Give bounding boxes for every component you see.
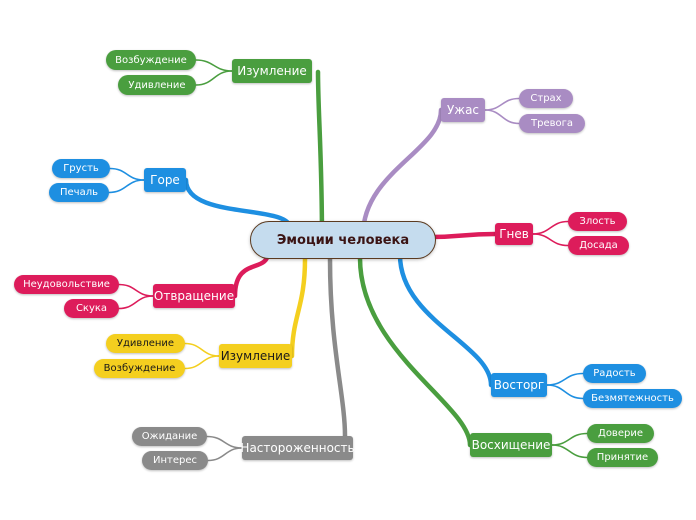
leaf-connector bbox=[206, 435, 243, 449]
leaf-node[interactable]: Тревога bbox=[519, 114, 585, 133]
leaf-node[interactable]: Ожидание bbox=[132, 427, 207, 446]
leaf-connector bbox=[195, 70, 233, 86]
branch-connector bbox=[289, 256, 308, 359]
branch-node[interactable]: Гнев bbox=[495, 223, 533, 245]
leaf-connector bbox=[532, 220, 569, 235]
branch-connector bbox=[315, 69, 325, 243]
branch-connector bbox=[357, 255, 473, 448]
leaf-connector bbox=[118, 283, 154, 297]
leaf-connector bbox=[108, 179, 145, 194]
branch-node[interactable]: Восторг bbox=[491, 373, 547, 397]
leaf-node[interactable]: Удивление bbox=[106, 334, 185, 353]
leaf-node[interactable]: Досада bbox=[568, 236, 629, 255]
leaf-node[interactable]: Печаль bbox=[49, 183, 109, 202]
leaf-node[interactable]: Интерес bbox=[142, 451, 208, 470]
leaf-node[interactable]: Неудовольствие bbox=[14, 275, 119, 294]
branch-node[interactable]: Отвращение bbox=[153, 284, 235, 308]
leaf-node[interactable]: Удивление bbox=[118, 75, 196, 95]
branch-node[interactable]: Восхищение bbox=[470, 433, 552, 457]
branch-node[interactable]: Настороженность bbox=[240, 436, 355, 460]
leaf-connector bbox=[207, 447, 243, 462]
central-topic[interactable]: Эмоции человека bbox=[250, 221, 436, 259]
leaf-connector bbox=[532, 233, 569, 247]
branch-node[interactable]: Горе bbox=[144, 168, 186, 192]
leaf-node[interactable]: Страх bbox=[519, 89, 573, 108]
leaf-connector bbox=[546, 384, 584, 400]
branch-connector bbox=[360, 107, 444, 238]
leaf-node[interactable]: Доверие bbox=[587, 424, 654, 443]
branch-node[interactable]: Изумление bbox=[219, 344, 292, 368]
leaf-connector bbox=[484, 97, 520, 111]
branch-connector bbox=[397, 252, 494, 388]
leaf-connector bbox=[184, 342, 220, 357]
leaf-connector bbox=[551, 444, 588, 459]
leaf-connector bbox=[109, 167, 145, 181]
leaf-connector bbox=[546, 372, 584, 386]
leaf-connector bbox=[118, 295, 154, 310]
leaf-connector bbox=[484, 109, 520, 125]
leaf-node[interactable]: Возбуждение bbox=[106, 50, 196, 70]
leaf-node[interactable]: Принятие bbox=[587, 448, 658, 467]
connectors bbox=[108, 59, 588, 462]
leaf-node[interactable]: Радость bbox=[583, 364, 646, 383]
leaf-node[interactable]: Возбуждение bbox=[94, 359, 185, 378]
leaf-connector bbox=[551, 432, 588, 446]
branch-connector bbox=[232, 249, 271, 299]
leaf-node[interactable]: Безмятежность bbox=[583, 389, 682, 408]
branch-connector bbox=[327, 256, 348, 439]
branch-node[interactable]: Изумление bbox=[232, 59, 312, 83]
leaf-node[interactable]: Скука bbox=[64, 299, 119, 318]
leaf-connector bbox=[195, 59, 233, 72]
leaf-node[interactable]: Злость bbox=[568, 212, 627, 231]
branch-node[interactable]: Ужас bbox=[441, 98, 485, 122]
leaf-connector bbox=[184, 355, 220, 370]
branch-connector bbox=[427, 231, 498, 240]
leaf-node[interactable]: Грусть bbox=[52, 159, 110, 178]
